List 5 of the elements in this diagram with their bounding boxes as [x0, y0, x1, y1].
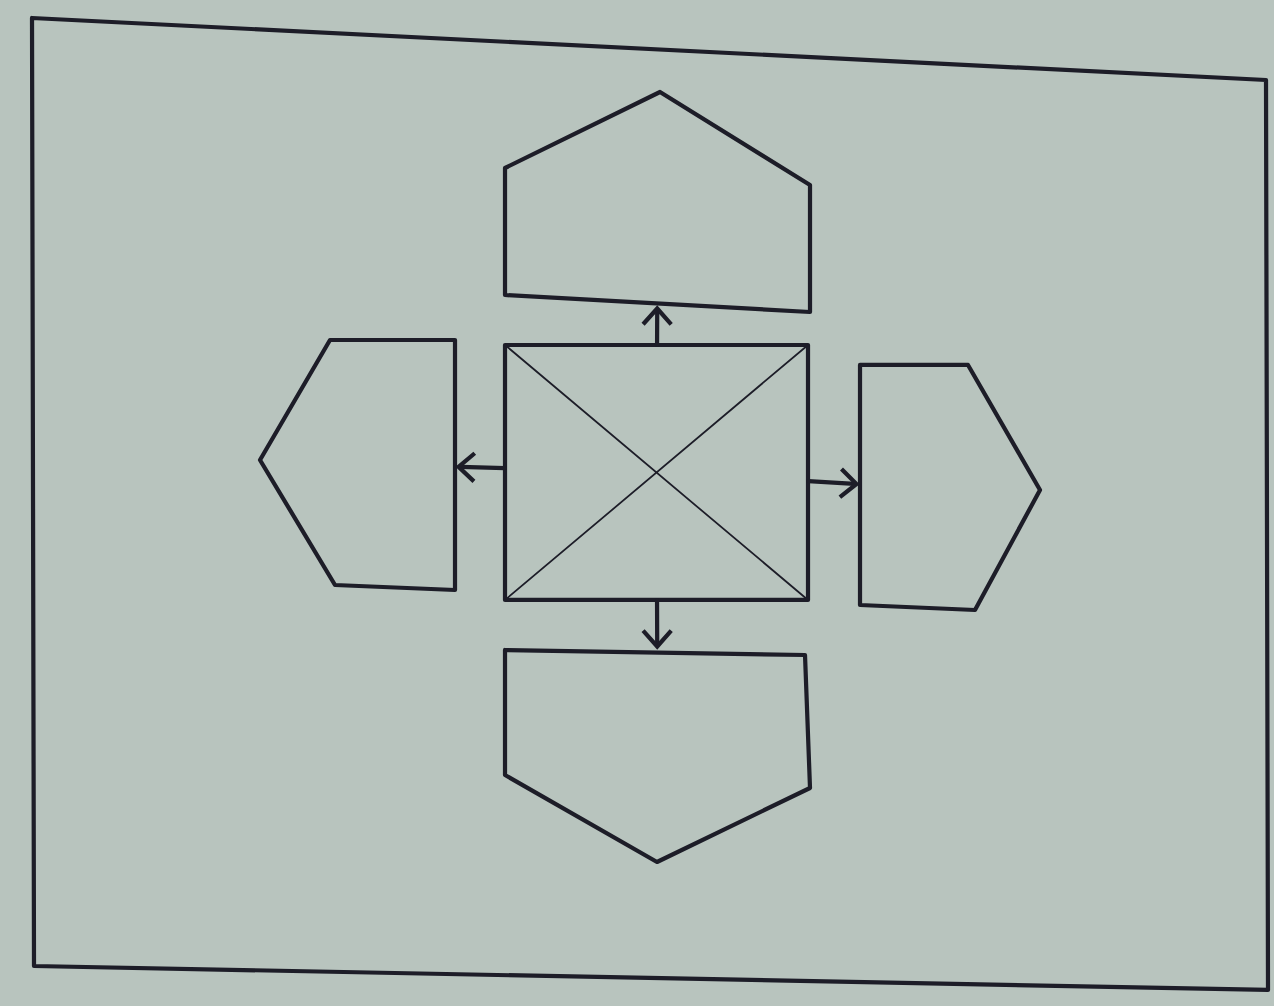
pentagon-box — [257, 337, 458, 593]
crossed-box — [502, 342, 811, 603]
pentagon-box — [502, 89, 813, 315]
pentagon-box — [502, 647, 813, 865]
pentagon-box — [857, 362, 1043, 613]
